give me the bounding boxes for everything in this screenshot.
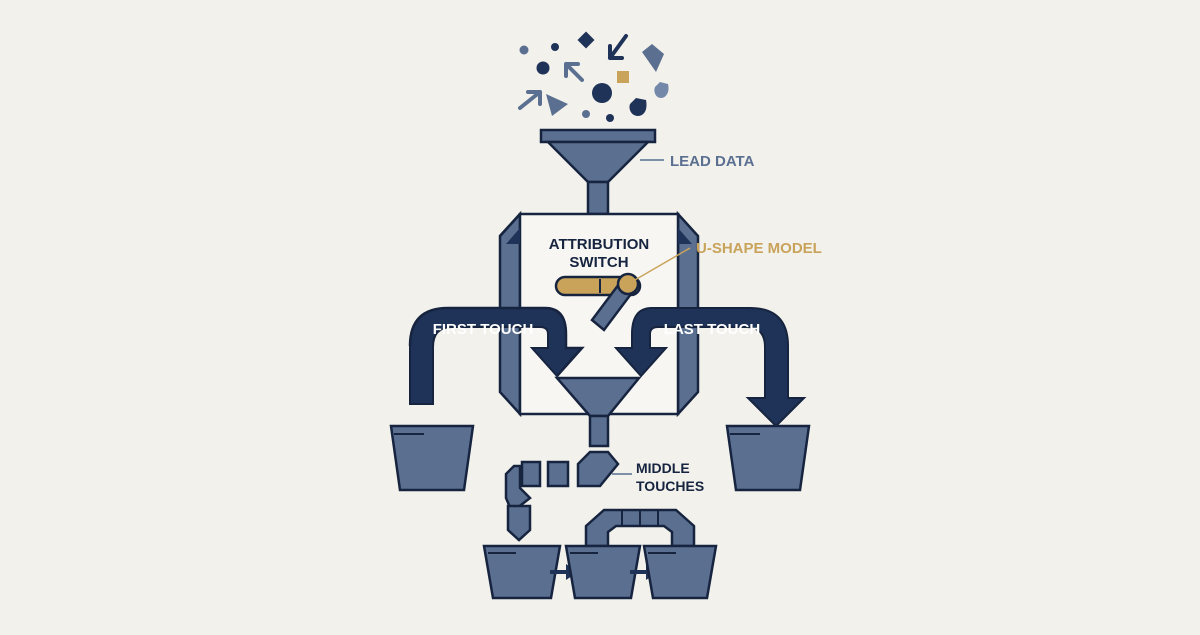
box-top-edge-left	[499, 213, 521, 237]
inner-funnel	[554, 376, 642, 448]
middle-bucket-1	[482, 544, 562, 600]
first-touch-label: FIRST TOUCH	[433, 321, 534, 338]
particle-arrow-icon	[518, 90, 542, 110]
funnel-cone	[544, 140, 652, 184]
middle-touches-label-line1: MIDDLE	[636, 460, 690, 476]
middle-bucket-3	[642, 544, 718, 600]
last-touch-bucket	[725, 424, 811, 492]
middle-touches-pipe	[504, 450, 620, 542]
last-touch-arrow-body	[613, 307, 807, 428]
u-shape-model-label: U-SHAPE MODEL	[696, 240, 822, 257]
inner-funnel-spout	[588, 414, 610, 448]
model-leader	[627, 247, 691, 285]
last-touch-bucket-body	[725, 424, 811, 492]
switch-title-line1: ATTRIBUTION	[549, 236, 650, 253]
particle-circle-icon	[592, 83, 612, 103]
particle-circle-icon	[551, 43, 559, 51]
first-touch-arrow-side	[408, 306, 585, 377]
lead-data-label: LEAD DATA	[670, 153, 755, 170]
particle-circle-icon	[536, 61, 550, 75]
lead-particles	[518, 31, 669, 122]
pipe-drop	[506, 504, 532, 542]
particle-diamond-icon	[617, 71, 629, 83]
middle-bucket-body	[482, 544, 562, 600]
particle-drop-icon	[654, 82, 669, 98]
particle-triangle-icon	[546, 94, 568, 116]
middle-bridge	[584, 508, 696, 548]
first-touch-bucket	[389, 424, 475, 492]
middle-bucket-2	[564, 544, 642, 600]
funnel-spout	[586, 180, 610, 216]
particle-arrow-icon	[564, 62, 584, 82]
pipe-segment	[546, 460, 570, 488]
attribution-switch[interactable]	[554, 272, 642, 332]
particle-arrow-icon	[608, 34, 628, 60]
box-rim-left	[506, 228, 520, 244]
middle-bucket-body	[564, 544, 642, 600]
particle-circle-icon	[606, 114, 614, 122]
particle-drop-icon	[629, 98, 647, 116]
particle-circle-icon	[519, 45, 529, 55]
first-touch-arrow	[408, 306, 585, 405]
particle-diamond-icon	[577, 31, 595, 49]
particle-diamond-icon	[642, 44, 664, 72]
pipe-chevron	[576, 450, 620, 488]
middle-touches-label-line2: TOUCHES	[636, 478, 704, 494]
middle-bucket-body	[642, 544, 718, 600]
lead-funnel	[539, 128, 657, 216]
box-rim-right	[678, 228, 692, 244]
last-touch-arrow	[613, 307, 807, 428]
funnel-rim	[539, 128, 657, 144]
pipe-segment	[520, 460, 542, 488]
particle-circle-icon	[582, 110, 590, 118]
last-touch-label: LAST TOUCH	[664, 321, 760, 338]
first-touch-bucket-body	[389, 424, 475, 492]
switch-title-line2: SWITCH	[569, 254, 628, 271]
